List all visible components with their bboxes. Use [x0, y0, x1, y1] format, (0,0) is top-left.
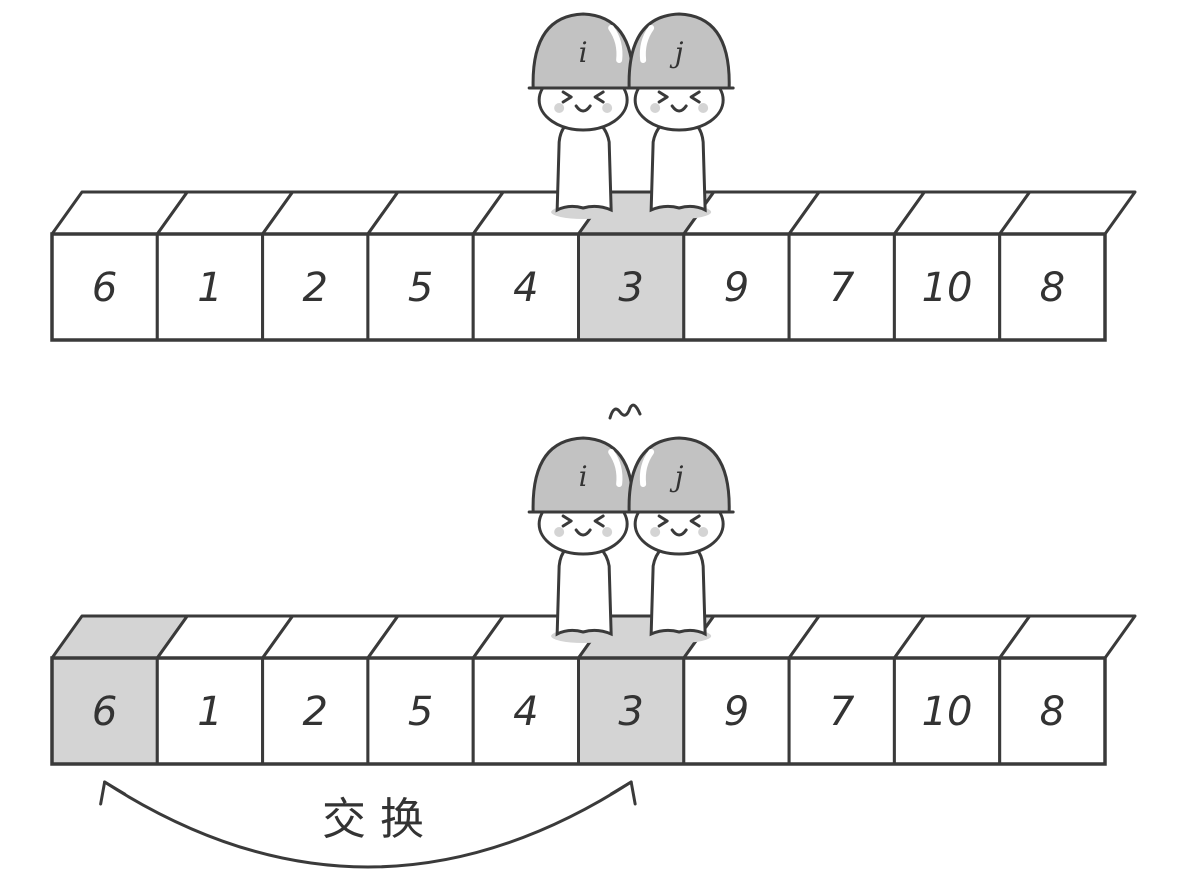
helmet-shape	[627, 12, 731, 90]
eye-right	[593, 514, 605, 528]
cell-value-9: 8	[1040, 689, 1065, 735]
array-row-before-swap: 6 1 2 5 4 3 9 7 10 8 i j	[50, 12, 1137, 342]
cell-value-2: 2	[303, 265, 328, 311]
swap-arrowhead-right	[609, 780, 637, 806]
array-border	[50, 656, 1107, 766]
helmet-shape	[627, 436, 731, 514]
cheek-right	[650, 527, 661, 537]
shadow-shape	[551, 205, 616, 219]
cell-value-6: 9	[724, 689, 749, 735]
eye-right	[657, 90, 669, 104]
eye-left	[561, 514, 573, 528]
cell-value-4: 4	[513, 689, 538, 735]
shadow-shape	[647, 205, 712, 219]
pointer-label: i	[579, 36, 588, 69]
cell-value-7: 7	[829, 689, 855, 735]
cheek-left	[554, 103, 565, 113]
cell-value-3: 5	[408, 689, 433, 735]
eye-left	[561, 90, 573, 104]
cell-value-1: 1	[197, 689, 222, 735]
swap-label: 交换	[322, 794, 438, 845]
cell-7	[787, 656, 896, 766]
cell-value-6: 9	[724, 265, 749, 311]
cell-7	[787, 232, 896, 342]
eye-right	[657, 514, 669, 528]
pointer-j-character: j	[623, 12, 735, 219]
cell-value-8: 10	[922, 689, 973, 735]
cheek-left	[698, 527, 709, 537]
cheek-left	[554, 527, 565, 537]
cell-value-9: 8	[1040, 265, 1065, 311]
eye-left	[689, 514, 701, 528]
helmet-shine	[608, 25, 623, 63]
shadow-shape	[647, 629, 712, 643]
pointer-j-character: j	[623, 436, 735, 643]
cheek-right	[602, 527, 613, 537]
mouth	[574, 104, 592, 113]
pointer-label: i	[579, 460, 588, 493]
cell-value-5: 3	[618, 689, 643, 735]
cell-value-0: 6	[92, 689, 117, 735]
array-border	[50, 232, 1107, 342]
mouth	[670, 104, 688, 113]
shadow-shape	[551, 629, 616, 643]
cell-value-5: 3	[618, 265, 643, 311]
squiggle-mark	[608, 403, 642, 420]
array-row-after-swap: 6 1 2 5 4 3 9 7 10 8 i j	[50, 403, 1137, 766]
cell-value-7: 7	[829, 265, 855, 311]
cell-value-1: 1	[197, 265, 222, 311]
swap-arrowhead-left	[99, 780, 127, 806]
cell-value-0: 6	[92, 265, 117, 311]
cell-value-3: 5	[408, 265, 433, 311]
cell-5	[577, 656, 686, 766]
helmet-shine	[639, 25, 655, 63]
cheek-left	[698, 103, 709, 113]
cell-3	[366, 232, 475, 342]
pointer-i-character: i	[527, 12, 639, 219]
mouth	[670, 528, 688, 537]
cheek-right	[650, 103, 661, 113]
eye-right	[593, 90, 605, 104]
helmet-shine	[608, 449, 623, 487]
swap-arrow	[103, 780, 633, 869]
cell-9	[998, 232, 1107, 342]
helmet-shine	[639, 449, 655, 487]
cell-value-4: 4	[513, 265, 538, 311]
cell-value-2: 2	[303, 689, 328, 735]
eye-left	[689, 90, 701, 104]
cheek-right	[602, 103, 613, 113]
pointer-i-character: i	[527, 436, 639, 643]
cell-value-8: 10	[922, 265, 973, 311]
mouth	[574, 528, 592, 537]
swap-indicator: 交换	[99, 780, 637, 869]
